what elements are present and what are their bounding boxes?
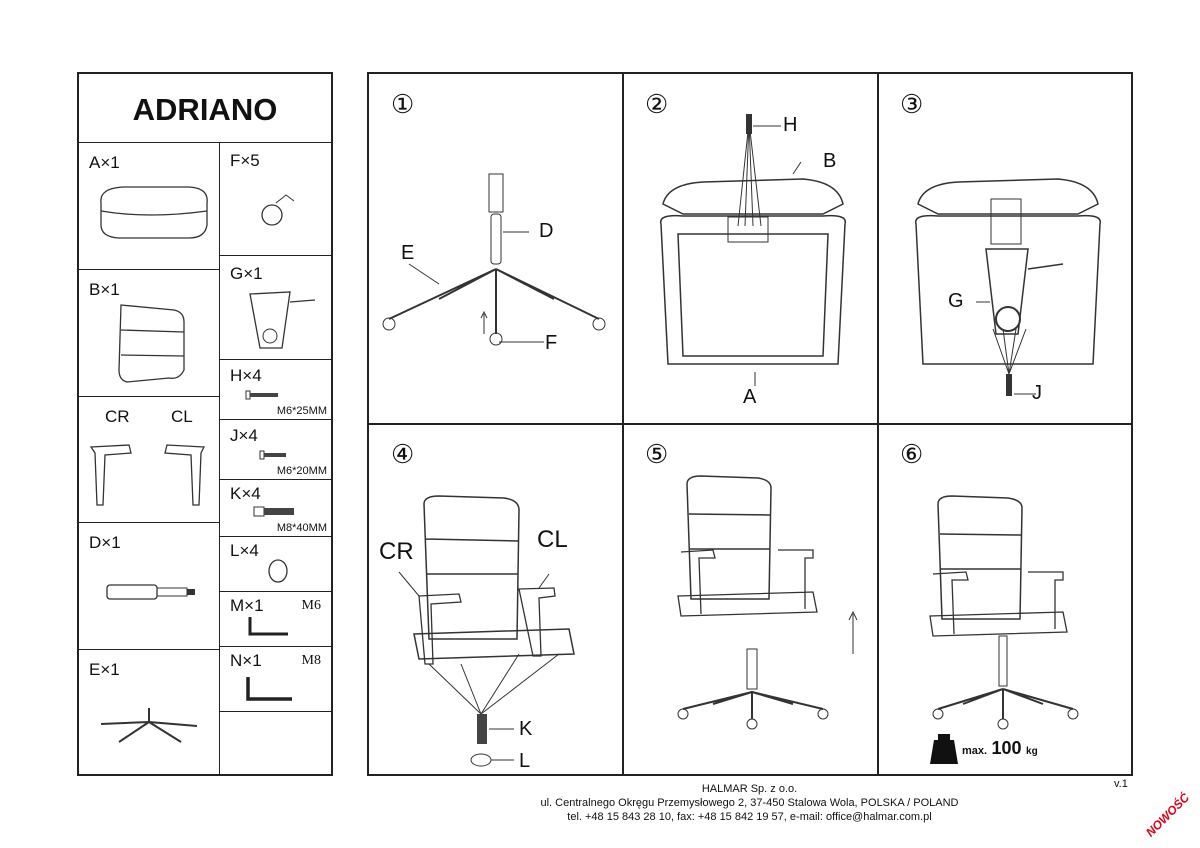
part-j: J×4 M6*20MM bbox=[220, 420, 331, 480]
company-contact: tel. +48 15 843 28 10, fax: +48 15 842 1… bbox=[567, 811, 932, 823]
part-j-size: M6*20MM bbox=[276, 465, 327, 477]
part-f: F×5 bbox=[220, 143, 331, 256]
part-k-label: K×4 bbox=[230, 484, 261, 503]
part-k-size: M8*40MM bbox=[276, 522, 327, 534]
callout-e: E bbox=[401, 242, 415, 264]
part-n: N×1 M8 bbox=[220, 647, 331, 712]
armrests-icon bbox=[89, 444, 206, 506]
part-h: H×4 M6*25MM bbox=[220, 360, 331, 420]
step-6-number: ⑥ bbox=[900, 440, 924, 470]
step-2-number: ② bbox=[645, 90, 669, 120]
step-2: ② H B A bbox=[623, 74, 878, 424]
part-cr-label: CR bbox=[105, 407, 130, 426]
part-j-label: J×4 bbox=[230, 426, 258, 445]
star-base-icon bbox=[100, 708, 198, 743]
callout-cr: CR bbox=[379, 538, 414, 565]
callout-j: J bbox=[1032, 382, 1042, 404]
callout-cl: CL bbox=[537, 526, 568, 553]
callout-b: B bbox=[823, 150, 837, 172]
allen-key-m8-icon bbox=[246, 677, 292, 701]
max-load-prefix: max. bbox=[962, 745, 988, 757]
backrest-icon bbox=[118, 304, 185, 383]
company-address: ul. Centralnego Okręgu Przemysłowego 2, … bbox=[540, 797, 959, 809]
parts-list: ADRIANO A×1 B×1 CR CL D×1 E×1 F×5 bbox=[77, 72, 333, 776]
max-load-value: 100 bbox=[991, 738, 1022, 758]
callout-g: G bbox=[948, 290, 964, 312]
step-3-number: ③ bbox=[900, 90, 924, 120]
assembled-chair-drawing bbox=[929, 495, 1079, 730]
step-5-number: ⑤ bbox=[645, 440, 669, 470]
part-armrests: CR CL bbox=[79, 397, 220, 523]
callout-k: K bbox=[519, 718, 533, 740]
step-5: ⑤ bbox=[623, 424, 878, 774]
part-l-label: L×4 bbox=[230, 541, 259, 560]
callout-d: D bbox=[539, 220, 554, 242]
bolt-k-icon bbox=[253, 506, 294, 517]
callout-a: A bbox=[743, 386, 757, 408]
steps-grid: ① E D F ② H B A ③ bbox=[367, 72, 1133, 776]
part-g-label: G×1 bbox=[230, 264, 263, 283]
step-1-number: ① bbox=[391, 90, 415, 120]
max-load-label: max. 100 kg bbox=[962, 738, 1038, 759]
product-title-cell: ADRIANO bbox=[79, 74, 331, 143]
callout-l: L bbox=[519, 750, 531, 772]
part-k: K×4 M8*40MM bbox=[220, 480, 331, 537]
max-load-unit: kg bbox=[1026, 746, 1038, 757]
weight-icon bbox=[930, 734, 958, 764]
part-d-label: D×1 bbox=[89, 533, 121, 552]
armrest-attach-drawing bbox=[398, 495, 575, 767]
cap-l-icon bbox=[268, 559, 288, 583]
part-n-size: M8 bbox=[301, 653, 321, 668]
part-e-label: E×1 bbox=[89, 660, 120, 679]
new-badge: NOWOŚĆ bbox=[1143, 790, 1193, 840]
gas-lift-icon bbox=[106, 584, 195, 600]
step-4-number: ④ bbox=[391, 440, 415, 470]
seat-cushion-icon bbox=[100, 186, 208, 239]
bolt-h-icon bbox=[245, 390, 278, 400]
allen-key-m6-icon bbox=[248, 617, 288, 636]
part-b-label: B×1 bbox=[89, 280, 120, 299]
step-6: ⑥ max. 100 kg bbox=[878, 424, 1131, 774]
tilt-mechanism-icon bbox=[249, 291, 316, 349]
part-cl-label: CL bbox=[171, 407, 193, 426]
part-a-label: A×1 bbox=[89, 153, 120, 172]
part-d: D×1 bbox=[79, 523, 220, 650]
chair-onto-base-drawing bbox=[677, 475, 858, 730]
footer: HALMAR Sp. z o.o. ul. Centralnego Okręgu… bbox=[367, 782, 1132, 824]
bolt-j-icon bbox=[259, 450, 286, 460]
part-m-size: M6 bbox=[301, 598, 321, 613]
part-g: G×1 bbox=[220, 256, 331, 360]
step-3: ③ G J bbox=[878, 74, 1131, 424]
version-label: v.1 bbox=[1114, 778, 1128, 790]
mechanism-attach-drawing bbox=[914, 178, 1102, 396]
grid-lines bbox=[369, 74, 1131, 774]
part-n-label: N×1 bbox=[230, 651, 262, 670]
part-m: M×1 M6 bbox=[220, 592, 331, 647]
part-l: L×4 bbox=[220, 537, 331, 592]
part-m-label: M×1 bbox=[230, 596, 264, 615]
part-h-label: H×4 bbox=[230, 366, 262, 385]
part-h-size: M6*25MM bbox=[276, 405, 327, 417]
callout-h: H bbox=[783, 114, 798, 136]
part-a: A×1 bbox=[79, 143, 220, 270]
part-b: B×1 bbox=[79, 270, 220, 397]
step-4: ④ CR CL K L bbox=[369, 424, 623, 774]
callout-f: F bbox=[545, 332, 558, 354]
base-assembly-drawing bbox=[382, 173, 606, 346]
seat-backrest-drawing bbox=[659, 114, 847, 386]
product-title: ADRIANO bbox=[132, 92, 278, 127]
part-e: E×1 bbox=[79, 650, 220, 774]
step-1: ① E D F bbox=[369, 74, 623, 424]
company-name: HALMAR Sp. z o.o. bbox=[701, 783, 798, 795]
part-f-label: F×5 bbox=[230, 151, 260, 170]
caster-wheel-icon bbox=[261, 194, 295, 226]
